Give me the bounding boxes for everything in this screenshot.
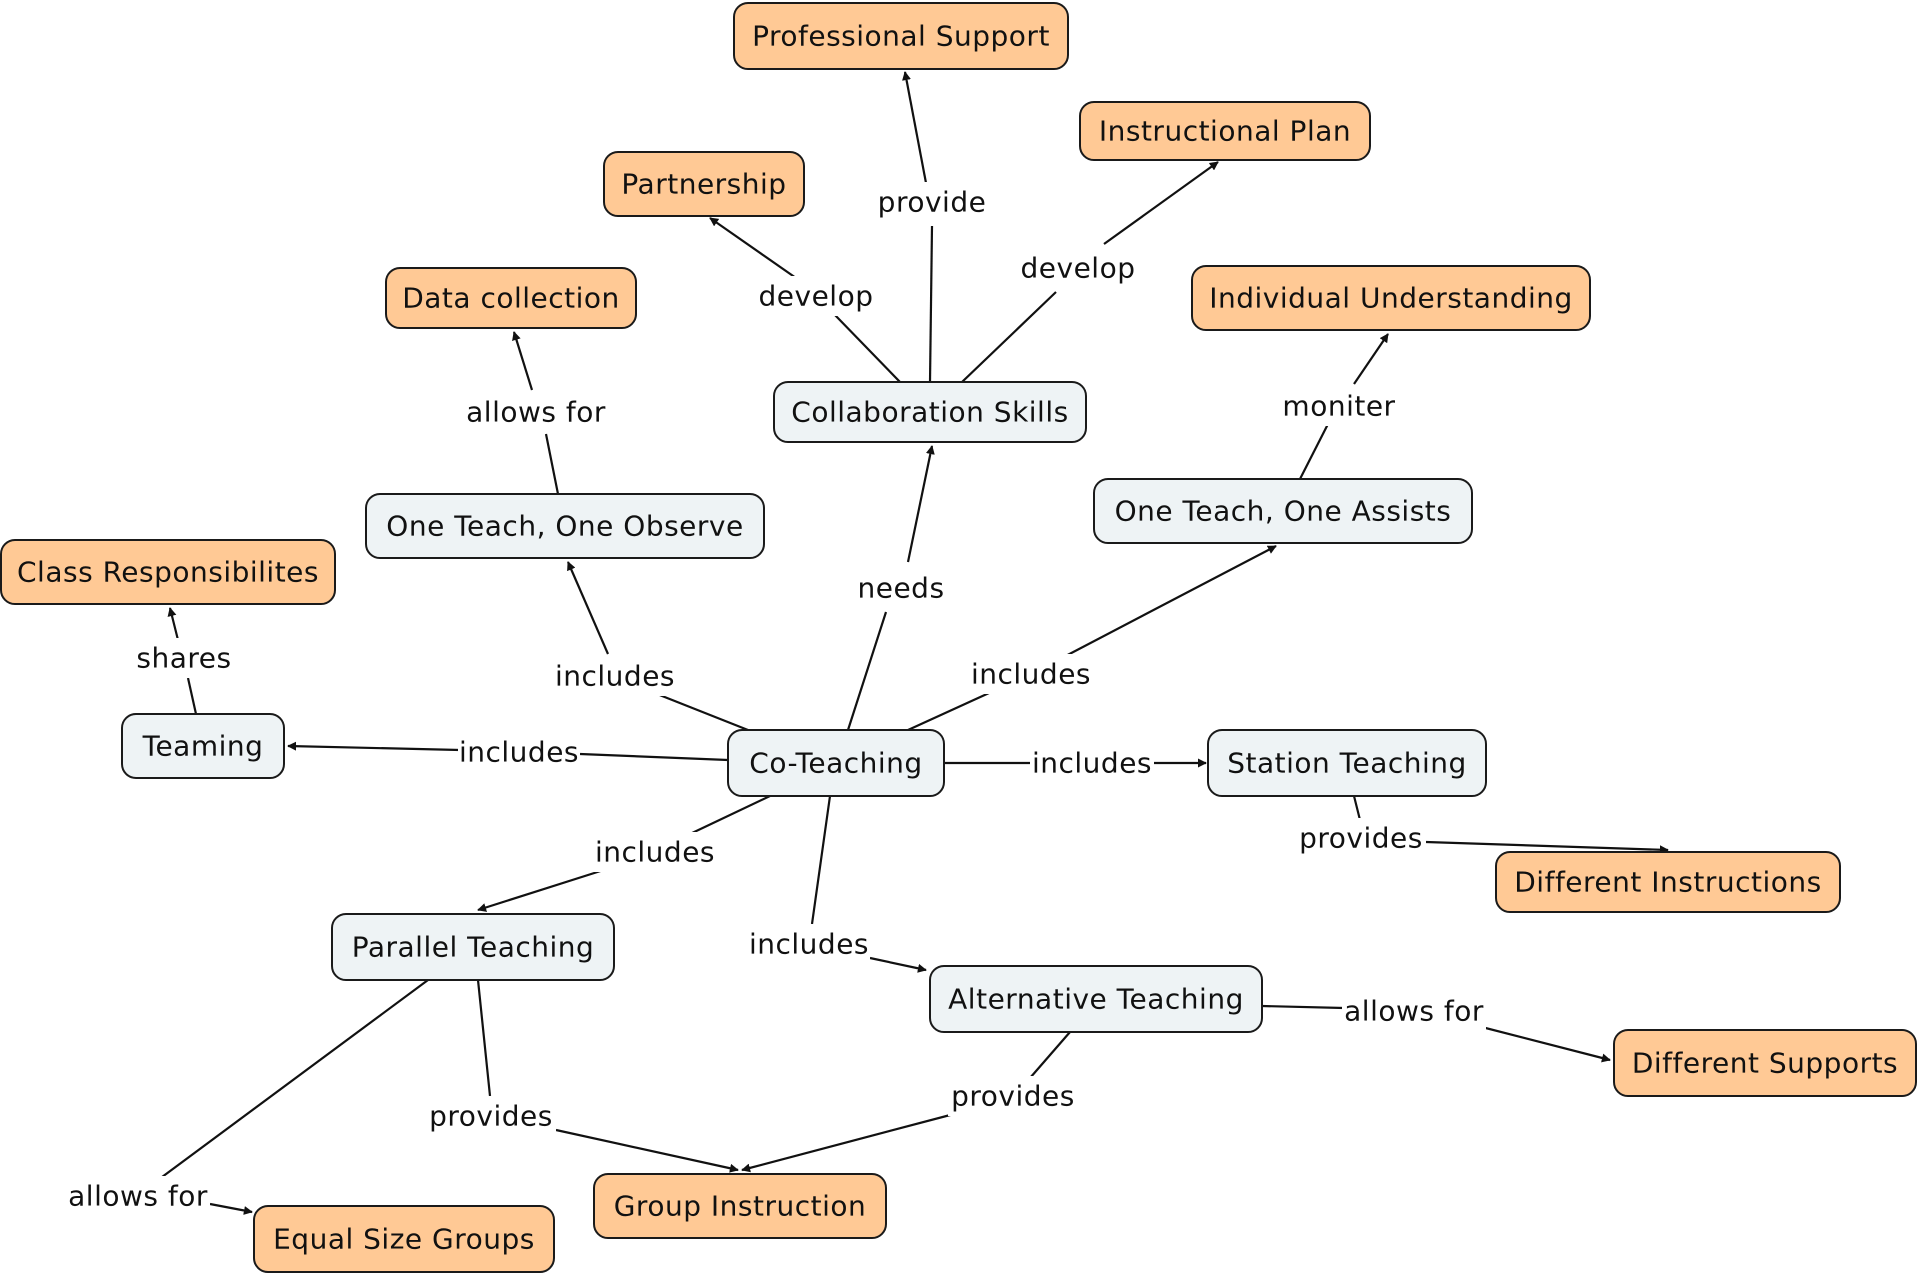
node-label: Class Responsibilites [17, 556, 319, 589]
link-label-develop-partnership: develop [759, 280, 874, 313]
link-label-includes-assists: includes [971, 658, 1091, 691]
node-label: Group Instruction [614, 1190, 867, 1223]
node-label: Individual Understanding [1209, 282, 1573, 315]
node-label: One Teach, One Observe [386, 510, 743, 543]
node-one-teach-one-observe: One Teach, One Observe [365, 493, 765, 559]
node-label: Co-Teaching [749, 747, 922, 780]
link-label-allows-for-groups: allows for [68, 1180, 208, 1213]
edge-provide: provide [877, 71, 987, 383]
link-label-provide: provide [878, 186, 987, 219]
node-label: Data collection [402, 282, 620, 315]
node-label: Different Instructions [1514, 866, 1821, 899]
node-label: Teaming [142, 730, 264, 763]
edge-includes-alternative: includes [748, 795, 927, 973]
edge-develop-plan: develop [961, 161, 1219, 383]
node-station-teaching: Station Teaching [1207, 729, 1487, 797]
edge-allows-for-supports: allows for [1261, 991, 1611, 1063]
node-parallel-teaching: Parallel Teaching [331, 913, 615, 981]
node-equal-size-groups: Equal Size Groups [253, 1205, 555, 1273]
link-label-needs: needs [857, 572, 944, 605]
node-professional-support: Professional Support [733, 2, 1069, 70]
node-collaboration-skills: Collaboration Skills [773, 381, 1087, 443]
node-label: Alternative Teaching [948, 983, 1244, 1016]
link-label-provides-alternative: provides [951, 1080, 1075, 1113]
node-label: Different Supports [1632, 1047, 1898, 1080]
node-individual-understanding: Individual Understanding [1191, 265, 1591, 331]
node-label: Station Teaching [1227, 747, 1467, 780]
link-label-allows-for-data: allows for [466, 396, 606, 429]
link-label-provides-station: provides [1299, 822, 1423, 855]
node-partnership: Partnership [603, 151, 805, 217]
link-label-includes-parallel: includes [595, 836, 715, 869]
edge-provides-parallel: provides [426, 979, 739, 1173]
link-label-provides-parallel: provides [429, 1100, 553, 1133]
node-label: Collaboration Skills [791, 396, 1068, 429]
edge-includes-observe: includes [554, 561, 749, 732]
link-label-includes-alternative: includes [749, 928, 869, 961]
node-one-teach-one-assists: One Teach, One Assists [1093, 478, 1473, 544]
node-label: One Teach, One Assists [1115, 495, 1452, 528]
node-different-instructions: Different Instructions [1495, 851, 1841, 913]
link-label-includes-teaming: includes [459, 736, 579, 769]
node-data-collection: Data collection [385, 267, 637, 329]
node-label: Professional Support [752, 20, 1050, 53]
node-label: Partnership [621, 168, 786, 201]
edge-includes-parallel: includes [477, 795, 771, 912]
node-label: Parallel Teaching [352, 931, 595, 964]
edge-shares: shares [132, 607, 236, 715]
link-label-includes-station: includes [1032, 747, 1152, 780]
link-label-allows-for-supports: allows for [1344, 995, 1484, 1028]
node-alternative-teaching: Alternative Teaching [929, 965, 1263, 1033]
edge-moniter: moniter [1278, 333, 1400, 480]
node-class-responsibilities: Class Responsibilites [0, 539, 336, 605]
edge-allows-for-data: allows for [456, 331, 616, 495]
node-different-supports: Different Supports [1613, 1029, 1917, 1097]
link-label-shares: shares [136, 642, 231, 675]
node-instructional-plan: Instructional Plan [1079, 101, 1371, 161]
link-label-includes-observe: includes [555, 660, 675, 693]
edge-includes-assists: includes [907, 545, 1277, 732]
edge-develop-partnership: develop [709, 217, 901, 383]
edge-includes-teaming: includes [287, 732, 729, 772]
edge-allows-for-groups: allows for [66, 979, 429, 1216]
node-label: Instructional Plan [1099, 115, 1351, 148]
node-group-instruction: Group Instruction [593, 1173, 887, 1239]
edge-includes-station: includes [944, 743, 1207, 783]
edge-needs: needs [846, 445, 950, 731]
node-teaming: Teaming [121, 713, 285, 779]
node-co-teaching: Co-Teaching [727, 729, 945, 797]
edge-provides-station: provides [1296, 795, 1669, 858]
link-label-moniter: moniter [1282, 390, 1395, 423]
link-label-develop-plan: develop [1021, 252, 1136, 285]
node-label: Equal Size Groups [273, 1223, 535, 1256]
edge-provides-alternative: provides [741, 1031, 1078, 1173]
